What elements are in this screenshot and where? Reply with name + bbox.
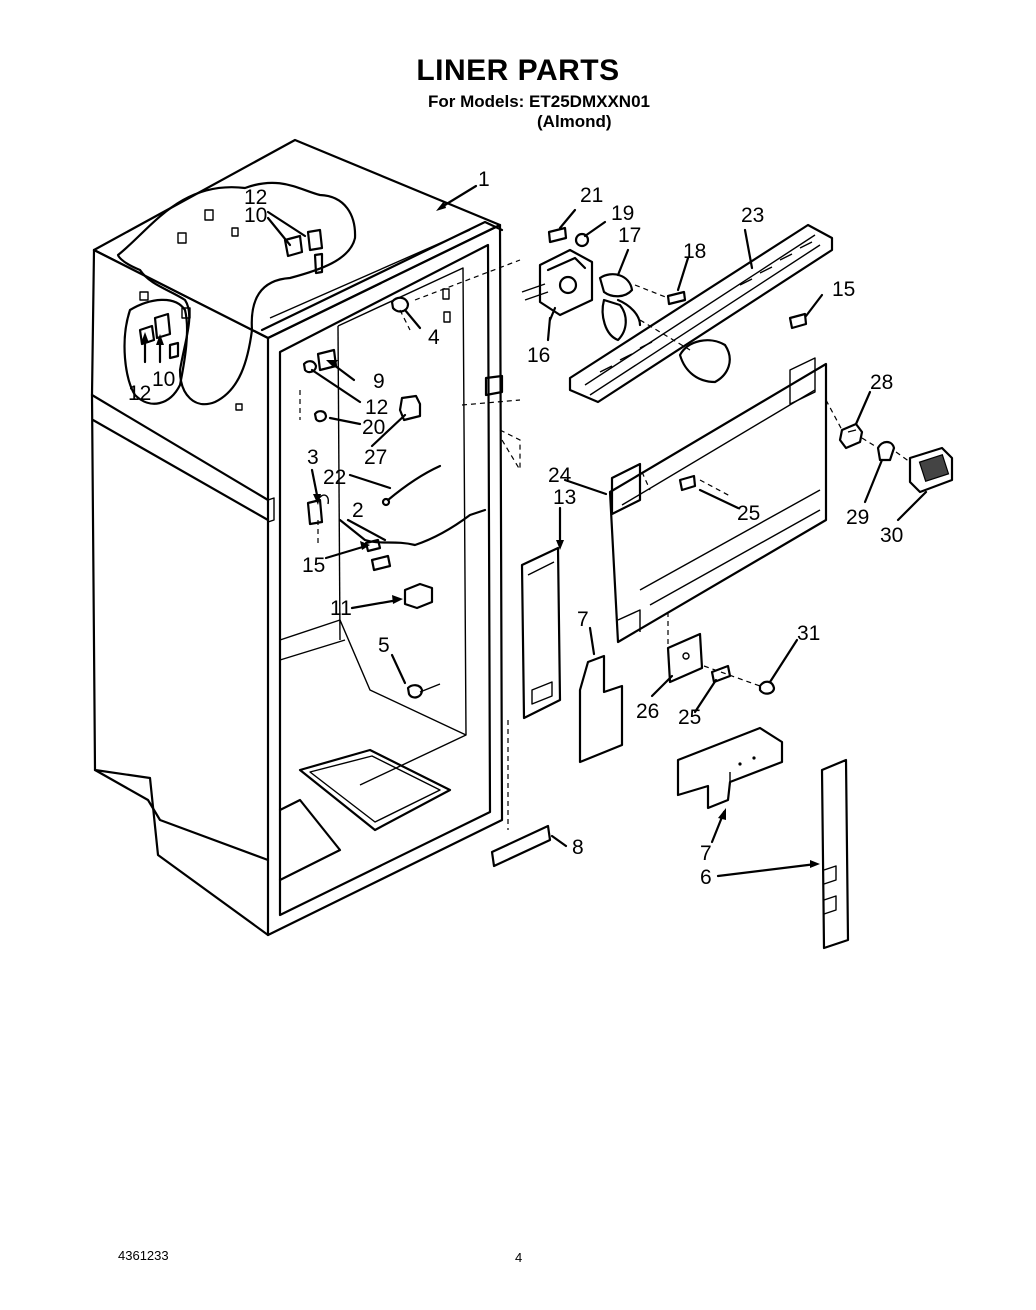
callout-12-mid: 12 xyxy=(365,396,388,419)
callout-27: 27 xyxy=(364,446,387,469)
callout-19: 19 xyxy=(611,202,634,225)
callout-8: 8 xyxy=(572,836,584,859)
callout-3: 3 xyxy=(307,446,319,469)
callout-25-lower: 25 xyxy=(678,706,701,729)
callout-22: 22 xyxy=(323,466,346,489)
callout-12-top: 12 xyxy=(244,186,267,209)
callout-29: 29 xyxy=(846,506,869,529)
callout-24: 24 xyxy=(548,464,572,487)
callout-28: 28 xyxy=(870,371,893,394)
callout-13: 13 xyxy=(553,486,576,509)
callout-26: 26 xyxy=(636,700,659,723)
part-23-grille xyxy=(568,223,834,404)
part-7-insulation xyxy=(578,654,624,764)
callout-15-right: 15 xyxy=(832,278,855,301)
diagram-title: LINER PARTS xyxy=(416,54,620,87)
callout-7-upper: 7 xyxy=(577,608,589,631)
callout-5: 5 xyxy=(378,634,390,657)
callout-30: 30 xyxy=(880,524,903,547)
callout-15-left: 15 xyxy=(302,554,325,577)
callout-2: 2 xyxy=(352,499,364,522)
models-line: For Models: ET25DMXXN01 xyxy=(428,92,650,111)
document-number: 4361233 xyxy=(118,1248,169,1263)
page-number: 4 xyxy=(515,1250,523,1265)
callout-10-left: 10 xyxy=(152,368,175,391)
callout-23: 23 xyxy=(741,204,764,227)
callout-18: 18 xyxy=(683,240,706,263)
callout-25-upper: 25 xyxy=(737,502,760,525)
fan-assembly xyxy=(521,226,691,351)
callout-10-top: 10 xyxy=(244,204,267,227)
callout-31: 31 xyxy=(797,622,820,645)
callout-7-lower: 7 xyxy=(700,842,712,865)
callout-4: 4 xyxy=(428,326,440,349)
callout-11: 11 xyxy=(330,597,352,620)
callout-16: 16 xyxy=(527,344,550,367)
part-6-strip xyxy=(820,758,850,950)
callout-9: 9 xyxy=(373,370,385,393)
callout-labels: 1 2 3 4 5 6 7 7 8 9 10 10 11 12 12 12 13… xyxy=(128,168,903,889)
light-assembly xyxy=(825,399,954,494)
callout-20: 20 xyxy=(362,416,385,439)
color-line: (Almond) xyxy=(537,112,612,131)
callout-12-left: 12 xyxy=(128,382,151,405)
leader-lines xyxy=(141,184,928,878)
callout-1: 1 xyxy=(478,168,490,191)
part-7-insulation-lower xyxy=(676,726,784,810)
callout-6: 6 xyxy=(700,866,712,889)
callout-21: 21 xyxy=(580,184,603,207)
part-13-duct xyxy=(507,546,562,830)
part-24-cover xyxy=(608,357,828,650)
bracket-26 xyxy=(666,632,776,695)
callout-17: 17 xyxy=(618,224,641,247)
cabinet-liner xyxy=(90,138,521,937)
part-8-strip xyxy=(490,824,552,868)
